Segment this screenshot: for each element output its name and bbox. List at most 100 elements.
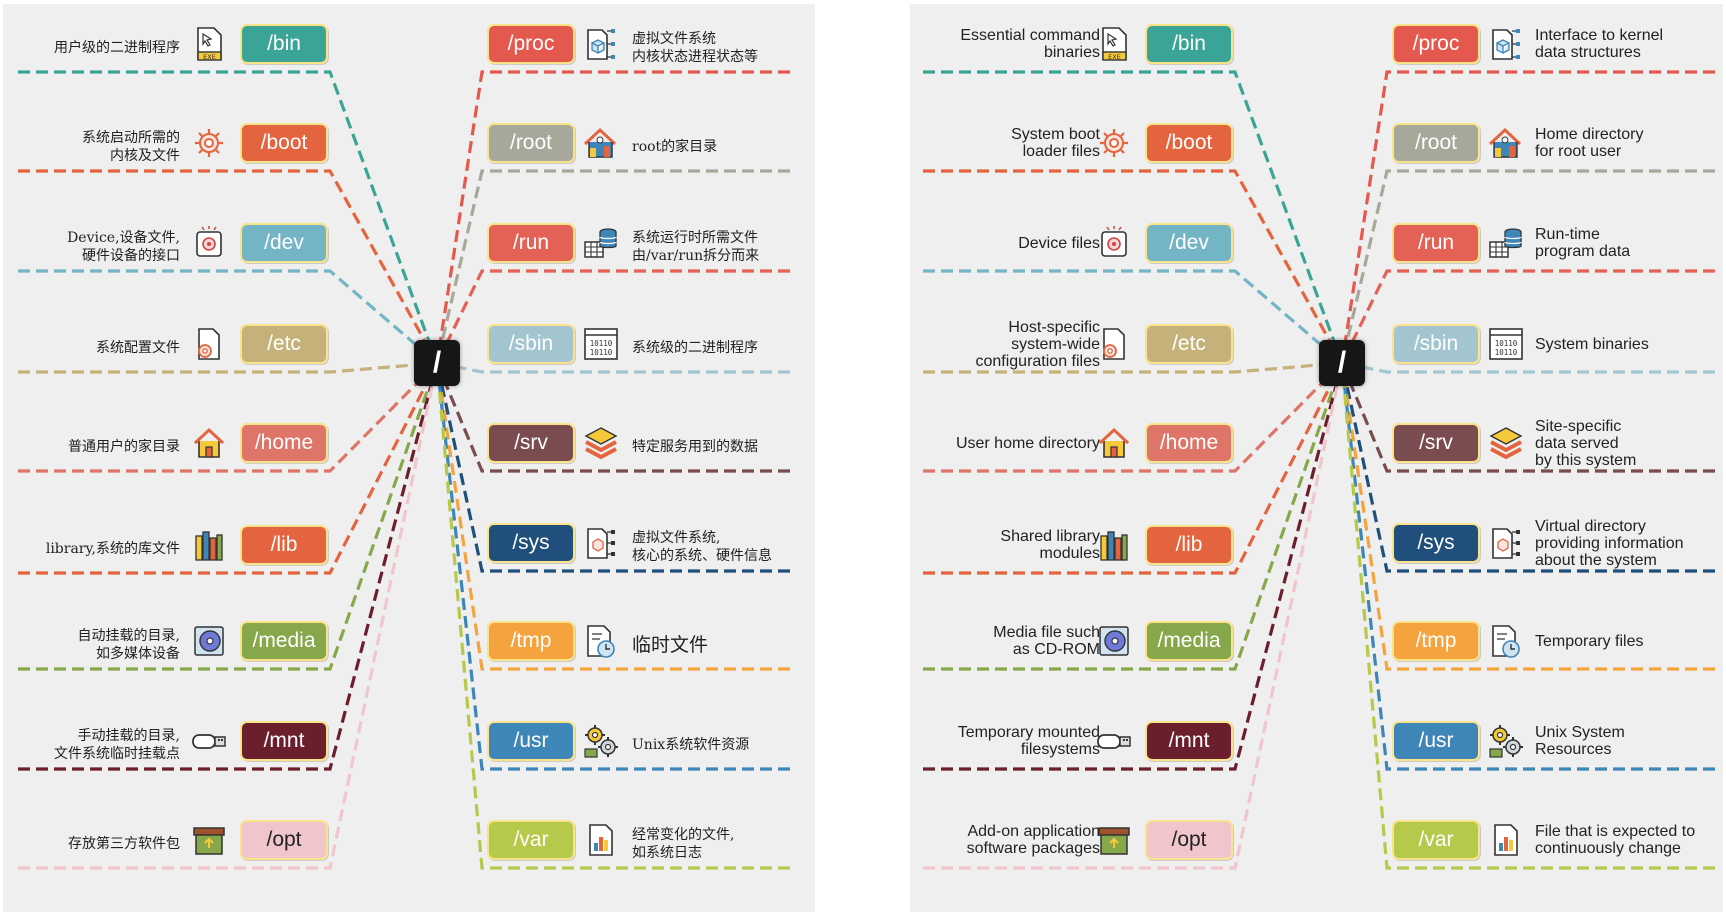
dir-description-dev-cn: Device,设备文件, 硬件设备的接口 — [67, 230, 180, 264]
dir-description-sbin-cn: 系统级的二进制程序 — [632, 340, 758, 356]
dir-description-proc-cn: 虚拟文件系统 内核状态进程状态等 — [632, 31, 758, 65]
connector-usr — [1340, 362, 1715, 771]
dir-description-bin-en: Essential command binaries — [960, 27, 1100, 61]
dir-description-proc-en: Interface to kernel data structures — [1535, 27, 1664, 61]
root-directory-node: / — [1319, 340, 1365, 386]
cd-rom-icon — [1095, 622, 1133, 660]
dir-box-home: /home — [240, 423, 328, 463]
dir-box-lib: /lib — [1145, 525, 1233, 565]
dir-box-opt: /opt — [240, 820, 328, 860]
dir-description-srv-cn: 特定服务用到的数据 — [632, 439, 758, 455]
svg-text:10110: 10110 — [590, 339, 613, 348]
dir-box-dev: /dev — [240, 223, 328, 263]
chart-file-icon — [1487, 821, 1525, 859]
dir-box-tmp: /tmp — [1392, 621, 1480, 661]
root-directory-node: / — [414, 340, 460, 386]
svg-text:EXE: EXE — [203, 53, 216, 61]
dir-box-run: /run — [1392, 223, 1480, 263]
layers-icon — [582, 424, 620, 462]
database-icon — [1487, 224, 1525, 262]
dir-description-var-cn: 经常变化的文件, 如系统日志 — [632, 827, 735, 861]
dir-description-bin-cn: 用户级的二进制程序 — [54, 40, 180, 56]
dir-description-mnt-en: Temporary mounted filesystems — [957, 724, 1100, 758]
gears-icon — [1487, 722, 1525, 760]
connector-media — [923, 362, 1344, 671]
dir-box-sbin: /sbin — [1392, 324, 1480, 364]
dir-description-root-en: Home directory for root user — [1535, 126, 1644, 160]
connector-opt — [18, 362, 439, 870]
dir-description-boot-en: System boot loader files — [1011, 126, 1100, 160]
usb-drive-icon — [190, 722, 228, 760]
dir-description-opt-cn: 存放第三方软件包 — [68, 836, 180, 852]
dir-description-run-cn: 系统运行时所需文件 由/var/run拆分而来 — [632, 230, 760, 264]
dir-box-home: /home — [1145, 423, 1233, 463]
config-file-icon — [190, 325, 228, 363]
dir-box-srv: /srv — [487, 423, 575, 463]
config-file-icon — [1095, 325, 1133, 363]
dir-box-tmp: /tmp — [487, 621, 575, 661]
connector-etc — [18, 361, 438, 374]
dir-description-usr-cn: Unix系统软件资源 — [632, 737, 750, 753]
dir-description-tmp-en: Temporary files — [1535, 632, 1644, 650]
virtual-file-icon — [582, 25, 620, 63]
connector-sys — [435, 362, 790, 573]
dir-box-usr: /usr — [487, 721, 575, 761]
dir-description-etc-cn: 系统配置文件 — [96, 340, 180, 356]
dir-box-mnt: /mnt — [1145, 721, 1233, 761]
dir-box-media: /media — [1145, 621, 1233, 661]
chart-file-icon — [582, 821, 620, 859]
package-icon — [190, 821, 228, 859]
dir-box-var: /var — [1392, 820, 1480, 860]
system-file-icon — [582, 524, 620, 562]
safe-device-icon — [190, 224, 228, 262]
connector-boot — [923, 169, 1344, 364]
gears-icon — [582, 722, 620, 760]
dir-description-etc-en: Host-specific system-wide configuration … — [975, 318, 1100, 370]
layers-icon — [1487, 424, 1525, 462]
connector-dev — [923, 269, 1344, 365]
connector-run — [435, 269, 790, 364]
gear-icon — [190, 124, 228, 162]
dir-box-bin: /bin — [1145, 24, 1233, 64]
connector-usr — [435, 362, 790, 771]
connector-sbin — [1341, 361, 1715, 374]
dir-box-etc: /etc — [1145, 324, 1233, 364]
package-icon — [1095, 821, 1133, 859]
connector-run — [1340, 269, 1715, 364]
chinese-diagram-panel — [3, 4, 815, 912]
safe-device-icon — [1095, 224, 1133, 262]
dir-box-media: /media — [240, 621, 328, 661]
connector-bin — [18, 70, 439, 364]
connector-home — [923, 361, 1344, 473]
connector-opt — [923, 362, 1344, 870]
connector-mnt — [18, 362, 439, 771]
connector-sys — [1340, 362, 1715, 573]
connector-lib — [18, 362, 439, 575]
dir-box-usr: /usr — [1392, 721, 1480, 761]
dir-description-home-cn: 普通用户的家目录 — [68, 439, 180, 455]
usb-drive-icon — [1095, 722, 1133, 760]
svg-text:10110: 10110 — [1495, 339, 1518, 348]
temp-file-icon — [1487, 622, 1525, 660]
home-icon — [190, 424, 228, 462]
system-file-icon — [1487, 524, 1525, 562]
dir-description-media-en: Media file such as CD-ROM — [993, 624, 1100, 658]
books-icon — [190, 526, 228, 564]
dir-box-root: /root — [487, 123, 575, 163]
dir-box-lib: /lib — [240, 525, 328, 565]
dir-description-sys-cn: 虚拟文件系统, 核心的系统、硬件信息 — [632, 530, 772, 564]
dir-box-opt: /opt — [1145, 820, 1233, 860]
connector-lib — [923, 362, 1344, 575]
dir-description-run-en: Run-time program data — [1535, 226, 1631, 260]
virtual-file-icon — [1487, 25, 1525, 63]
dir-description-lib-cn: library,系统的库文件 — [45, 541, 180, 557]
dir-box-var: /var — [487, 820, 575, 860]
dir-description-sys-en: Virtual directory providing information … — [1535, 517, 1684, 569]
dir-description-media-cn: 自动挂载的目录, 如多媒体设备 — [77, 628, 180, 662]
database-icon — [582, 224, 620, 262]
connector-mnt — [923, 362, 1344, 771]
connector-proc — [435, 70, 790, 364]
dir-box-sbin: /sbin — [487, 324, 575, 364]
